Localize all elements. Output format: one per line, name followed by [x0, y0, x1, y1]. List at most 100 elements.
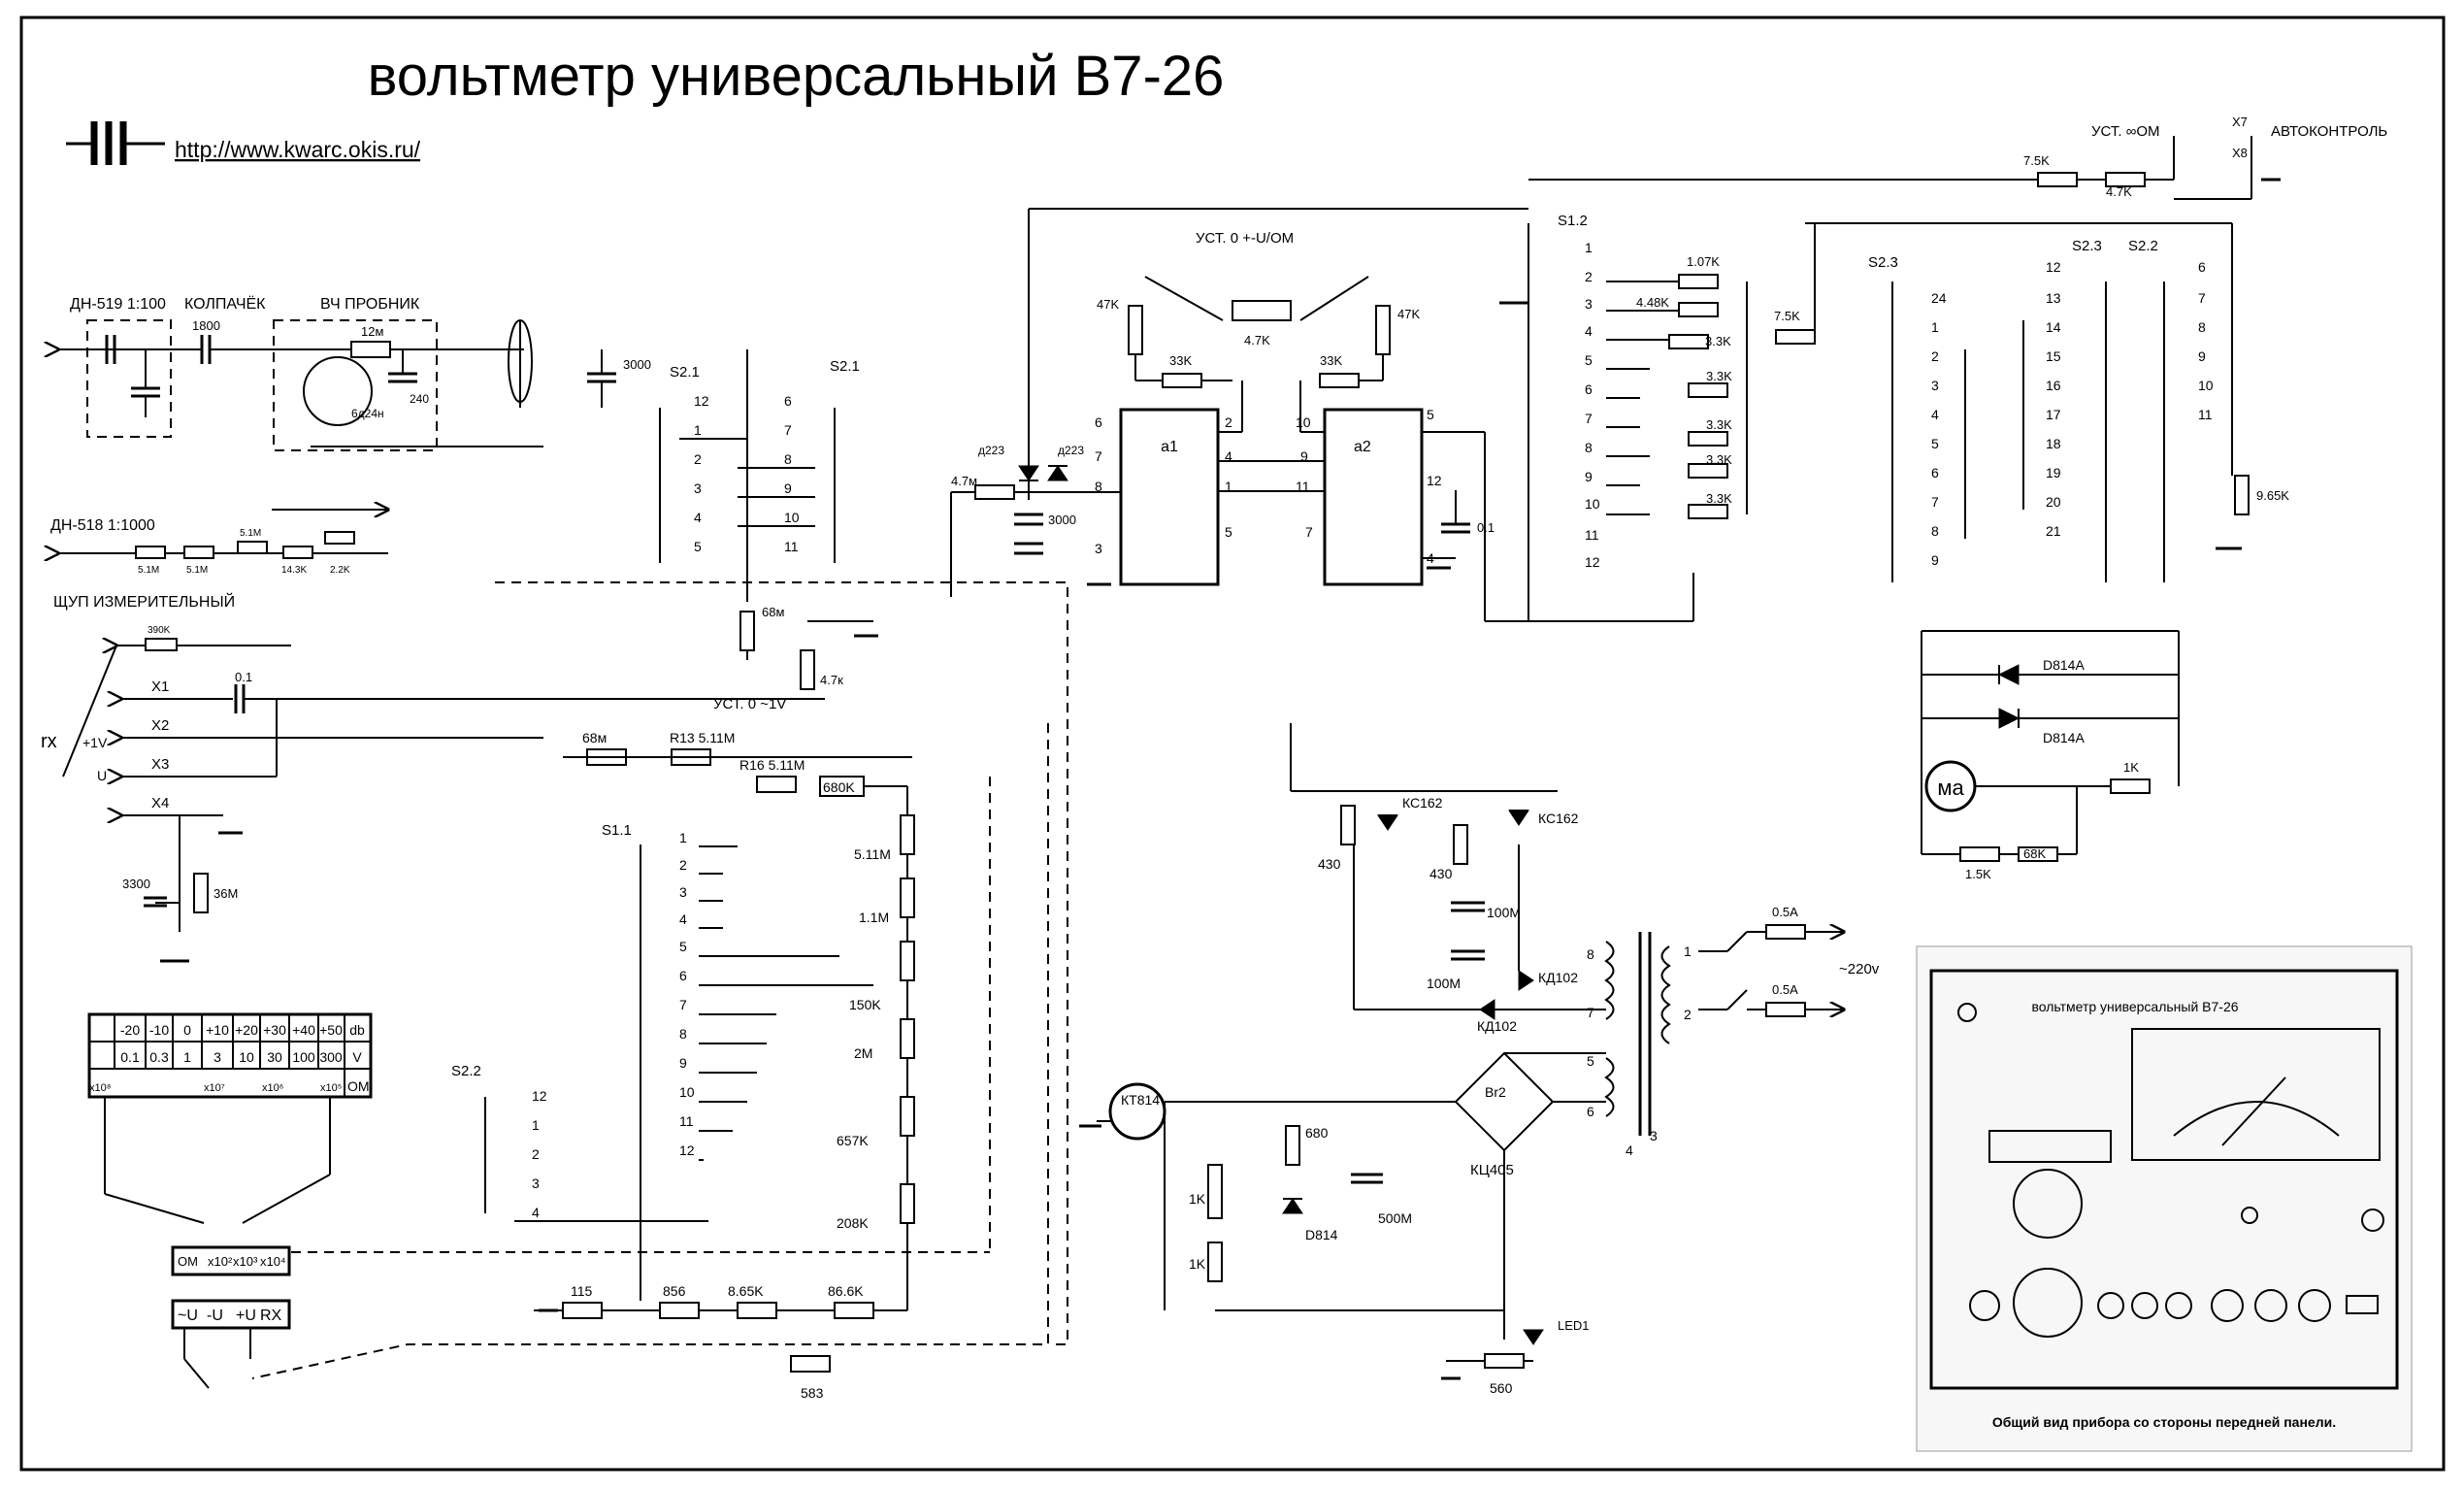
- svg-text:4: 4: [679, 911, 687, 927]
- svg-text:15: 15: [2046, 348, 2061, 364]
- svg-text:1.07K: 1.07K: [1687, 254, 1720, 269]
- svg-text:3300: 3300: [122, 877, 150, 891]
- svg-text:db: db: [349, 1022, 365, 1038]
- svg-text:X1: X1: [151, 679, 169, 695]
- svg-text:X7: X7: [2232, 115, 2248, 129]
- svg-text:21: 21: [2046, 523, 2061, 539]
- svg-text:0.1: 0.1: [1477, 520, 1495, 535]
- svg-text:16: 16: [2046, 378, 2061, 393]
- svg-text:x10⁸: x10⁸: [89, 1082, 111, 1094]
- svg-text:V: V: [352, 1049, 362, 1065]
- svg-text:4.48K: 4.48K: [1636, 295, 1669, 310]
- svg-text:10: 10: [1296, 414, 1311, 430]
- svg-text:+30: +30: [263, 1022, 286, 1038]
- svg-text:33K: 33K: [1320, 353, 1342, 368]
- svg-text:x10³: x10³: [233, 1254, 258, 1269]
- svg-text:9: 9: [679, 1055, 687, 1071]
- svg-text:4: 4: [532, 1205, 540, 1220]
- svg-text:7: 7: [784, 422, 792, 438]
- svg-text:4: 4: [1931, 407, 1939, 422]
- svg-text:5: 5: [1427, 407, 1434, 422]
- svg-text:1K: 1K: [1189, 1256, 1206, 1272]
- svg-text:24: 24: [1931, 290, 1947, 306]
- svg-text:3.3K: 3.3K: [1706, 369, 1732, 383]
- svg-text:S2.1: S2.1: [830, 358, 860, 375]
- svg-text:12: 12: [532, 1088, 547, 1104]
- svg-text:+40: +40: [292, 1022, 315, 1038]
- svg-text:11: 11: [679, 1113, 694, 1129]
- svg-text:12м: 12м: [361, 324, 383, 339]
- svg-text:4: 4: [694, 510, 702, 525]
- svg-text:17: 17: [2046, 407, 2061, 422]
- svg-text:11: 11: [1585, 527, 1599, 543]
- svg-text:68м: 68м: [582, 730, 607, 745]
- svg-text:+U: +U: [236, 1308, 256, 1324]
- svg-text:X2: X2: [151, 717, 169, 734]
- svg-text:x10⁵: x10⁵: [320, 1082, 342, 1094]
- svg-text:14: 14: [2046, 319, 2061, 335]
- svg-text:8: 8: [679, 1026, 687, 1042]
- svg-text:+1V: +1V: [82, 735, 108, 750]
- transformer: [1604, 932, 1671, 1136]
- svg-text:30: 30: [267, 1049, 282, 1065]
- svg-text:583: 583: [801, 1385, 824, 1401]
- bridge-rectifier: [1454, 1051, 1555, 1152]
- svg-text:D814A: D814A: [2043, 730, 2085, 745]
- svg-text:5: 5: [1585, 352, 1593, 368]
- svg-text:2: 2: [694, 451, 702, 467]
- svg-text:12: 12: [679, 1142, 695, 1158]
- svg-text:19: 19: [2046, 465, 2061, 480]
- svg-text:1: 1: [1931, 319, 1939, 335]
- svg-text:7: 7: [2198, 290, 2206, 306]
- svg-text:Br2: Br2: [1485, 1084, 1506, 1100]
- svg-text:47K: 47K: [1397, 307, 1420, 321]
- svg-text:6: 6: [1931, 465, 1939, 480]
- c1800-label: 1800: [192, 318, 220, 333]
- opamp-a2: [1323, 408, 1424, 586]
- svg-text:1.5K: 1.5K: [1965, 867, 1991, 881]
- svg-text:7: 7: [1587, 1005, 1594, 1020]
- svg-text:5: 5: [1225, 524, 1232, 540]
- svg-text:657K: 657K: [837, 1133, 869, 1148]
- svg-text:0.5A: 0.5A: [1772, 982, 1798, 997]
- svg-text:6: 6: [784, 393, 792, 409]
- svg-text:X4: X4: [151, 795, 169, 811]
- svg-text:0.3: 0.3: [149, 1049, 169, 1065]
- svg-text:100M: 100M: [1487, 905, 1521, 920]
- svg-text:560: 560: [1490, 1380, 1513, 1396]
- svg-text:0.1: 0.1: [120, 1049, 140, 1065]
- svg-text:S1.2: S1.2: [1558, 213, 1588, 229]
- svg-text:3: 3: [694, 480, 702, 496]
- svg-text:12: 12: [2046, 259, 2061, 275]
- svg-text:S2.1: S2.1: [670, 364, 700, 381]
- svg-text:-10: -10: [149, 1022, 169, 1038]
- svg-text:6: 6: [1587, 1104, 1594, 1119]
- svg-text:10: 10: [784, 510, 800, 525]
- svg-text:5: 5: [679, 939, 687, 954]
- svg-text:1: 1: [694, 422, 702, 438]
- svg-text:2.2K: 2.2K: [330, 565, 350, 576]
- svg-text:10: 10: [239, 1049, 254, 1065]
- svg-text:4.7к: 4.7к: [820, 673, 843, 687]
- svg-text:10: 10: [2198, 378, 2214, 393]
- svg-text:3.3K: 3.3K: [1706, 417, 1732, 432]
- svg-text:КД102: КД102: [1477, 1018, 1517, 1034]
- svg-text:680K: 680K: [823, 779, 855, 795]
- svg-text:X8: X8: [2232, 146, 2248, 160]
- svg-text:150K: 150K: [849, 997, 881, 1012]
- dn518-label: ДН-518 1:1000: [50, 517, 155, 534]
- svg-text:0.5A: 0.5A: [1772, 905, 1798, 919]
- svg-text:x10⁴: x10⁴: [260, 1254, 286, 1269]
- svg-text:5: 5: [1587, 1053, 1594, 1069]
- svg-text:9: 9: [1585, 469, 1593, 484]
- svg-text:0: 0: [183, 1022, 191, 1038]
- svg-text:D814: D814: [1305, 1227, 1338, 1242]
- svg-text:13: 13: [2046, 290, 2061, 306]
- svg-text:5.1M: 5.1M: [186, 565, 208, 576]
- svg-text:8: 8: [2198, 319, 2206, 335]
- svg-text:20: 20: [2046, 494, 2061, 510]
- front-panel-photo: вольтметр универсальный В7-26 Общий вид …: [1916, 945, 2413, 1452]
- website-link[interactable]: http://www.kwarc.okis.ru/: [175, 137, 421, 162]
- svg-text:-U: -U: [207, 1308, 223, 1324]
